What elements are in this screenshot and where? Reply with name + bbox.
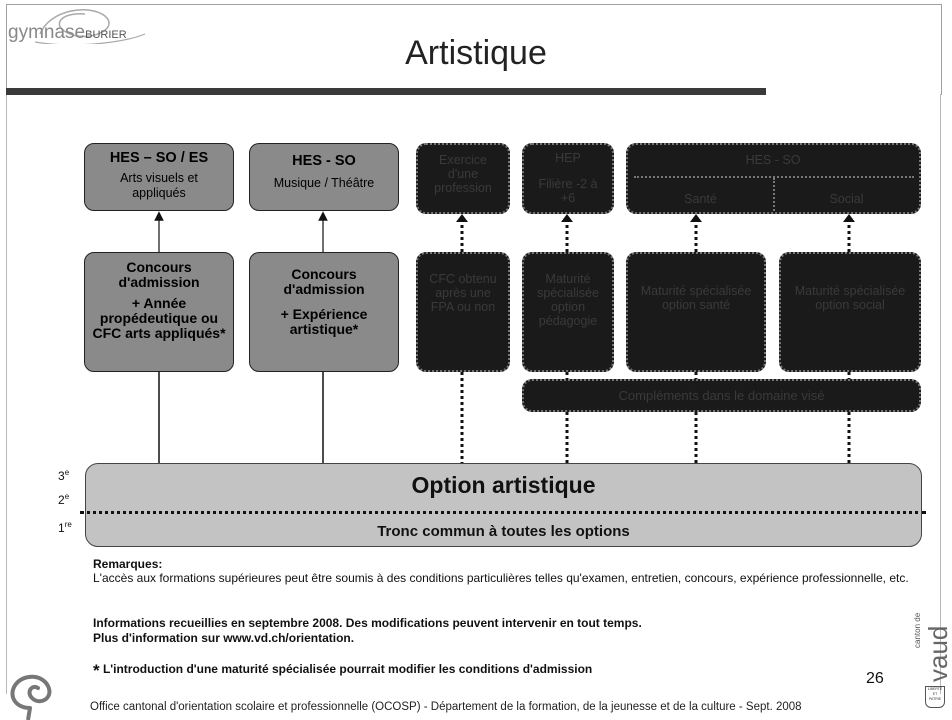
box-hes-so-music: HES - SO Musique / Théâtre xyxy=(249,143,399,211)
box-hes-so-right-divider xyxy=(634,176,914,178)
box-concours-arts-line1: Concours d'admission xyxy=(118,259,200,290)
logo-text-1: gymnase xyxy=(8,22,86,43)
note-text: L'introduction d'une maturité spécialisé… xyxy=(99,662,593,676)
box-hes-so-es: HES – SO / ES Arts visuels et appliqués xyxy=(84,143,234,211)
footer-text: Office cantonal d'orientation scolaire e… xyxy=(90,701,802,713)
box-cfc: CFC obtenu après une FPA ou non xyxy=(416,252,510,372)
box-hes-so-es-sub: Arts visuels et appliqués xyxy=(120,171,198,200)
box-mat-social-text: Maturité spécialisée option social xyxy=(794,284,906,312)
option-title: Option artistique xyxy=(411,472,596,498)
box-hep-title: HEP xyxy=(555,151,581,165)
logo: gymnaseburier xyxy=(8,22,127,44)
canton-badge-1: LIBERTÉ xyxy=(927,687,943,691)
box-mat-social: Maturité spécialisée option social xyxy=(779,252,921,372)
ocosp-spiral-icon xyxy=(10,674,52,720)
option-box xyxy=(85,463,922,547)
info-block: Informations recueillies en septembre 20… xyxy=(93,616,642,646)
box-hes-so-right-left: Santé xyxy=(684,192,717,206)
tronc-commun: Tronc commun à toutes les options xyxy=(377,523,630,540)
option-divider xyxy=(80,511,926,514)
info-line-2: Plus d'information sur www.vd.ch/orienta… xyxy=(93,631,355,645)
box-mat-sante: Maturité spécialisée option santé xyxy=(626,252,766,372)
box-concours-music-line2: + Expérience artistique* xyxy=(280,306,368,337)
year-1: 1re xyxy=(58,520,72,535)
box-mat-peda: Maturité spécialisée option pédagogie xyxy=(522,252,614,372)
year-2: 2e xyxy=(58,492,69,507)
box-complements: Compléments dans le domaine visé xyxy=(522,379,921,412)
box-mat-peda-text: Maturité spécialisée option pédagogie xyxy=(537,272,599,328)
note-star: * xyxy=(93,661,100,680)
year-3: 3e xyxy=(58,468,69,483)
canton-big-text: vaud xyxy=(923,625,952,682)
box-hes-so-right-right: Social xyxy=(829,192,864,206)
box-hes-so-music-sub: Musique / Théâtre xyxy=(273,176,375,190)
remarks-text: L'accès aux formations supérieures peut … xyxy=(93,571,909,585)
canton-vaud-logo: canton de vaud LIBERTÉ ET PATRIE xyxy=(913,608,952,708)
page-title: Artistique xyxy=(405,34,547,72)
canton-small-text: canton de xyxy=(913,612,922,648)
box-exercice-text: Exercice d'une profession xyxy=(434,153,492,195)
box-cfc-text: CFC obtenu après une FPA ou non xyxy=(429,272,497,314)
header-frame xyxy=(6,4,942,95)
header-rule xyxy=(6,88,766,95)
box-hep: HEP Filière -2 à +6 xyxy=(522,143,614,214)
year-2-sup: e xyxy=(64,492,70,501)
frame-right xyxy=(940,94,941,694)
box-concours-music: Concours d'admission + Expérience artist… xyxy=(249,252,399,372)
canton-badge: LIBERTÉ ET PATRIE xyxy=(925,686,945,708)
page-number: 26 xyxy=(866,670,884,687)
box-hes-so-right-vdivider xyxy=(773,178,775,211)
box-complements-text: Compléments dans le domaine visé xyxy=(618,388,825,403)
box-hes-so-right: HES - SO Santé Social xyxy=(626,143,921,214)
box-hes-so-right-title: HES - SO xyxy=(745,153,801,167)
remarks-heading: Remarques: xyxy=(93,557,163,571)
year-3-num: 3 xyxy=(58,469,65,483)
box-hep-sub: Filière -2 à +6 xyxy=(538,177,598,205)
box-hes-so-es-title: HES – SO / ES xyxy=(109,150,209,166)
year-2-num: 2 xyxy=(58,493,65,507)
admission-note: * L'introduction d'une maturité spéciali… xyxy=(93,661,592,681)
frame-left xyxy=(6,94,7,694)
logo-swirl-icon xyxy=(34,9,146,44)
logo-text-2: burier xyxy=(85,25,127,42)
box-concours-music-line1: Concours d'admission xyxy=(283,266,365,297)
canton-badge-2: ET xyxy=(932,692,938,696)
box-concours-arts: Concours d'admission + Année propédeutiq… xyxy=(84,252,234,372)
info-line-1: Informations recueillies en septembre 20… xyxy=(93,616,642,630)
box-concours-arts-line2: + Année propédeutique ou CFC arts appliq… xyxy=(92,295,226,341)
box-mat-sante-text: Maturité spécialisée option santé xyxy=(640,284,752,312)
box-exercice: Exercice d'une profession xyxy=(416,143,510,214)
year-1-sup: re xyxy=(64,520,72,529)
year-1-num: 1 xyxy=(58,521,65,535)
box-hes-so-music-title: HES - SO xyxy=(292,153,356,169)
year-3-sup: e xyxy=(64,468,70,477)
canton-badge-3: PATRIE xyxy=(928,697,942,701)
